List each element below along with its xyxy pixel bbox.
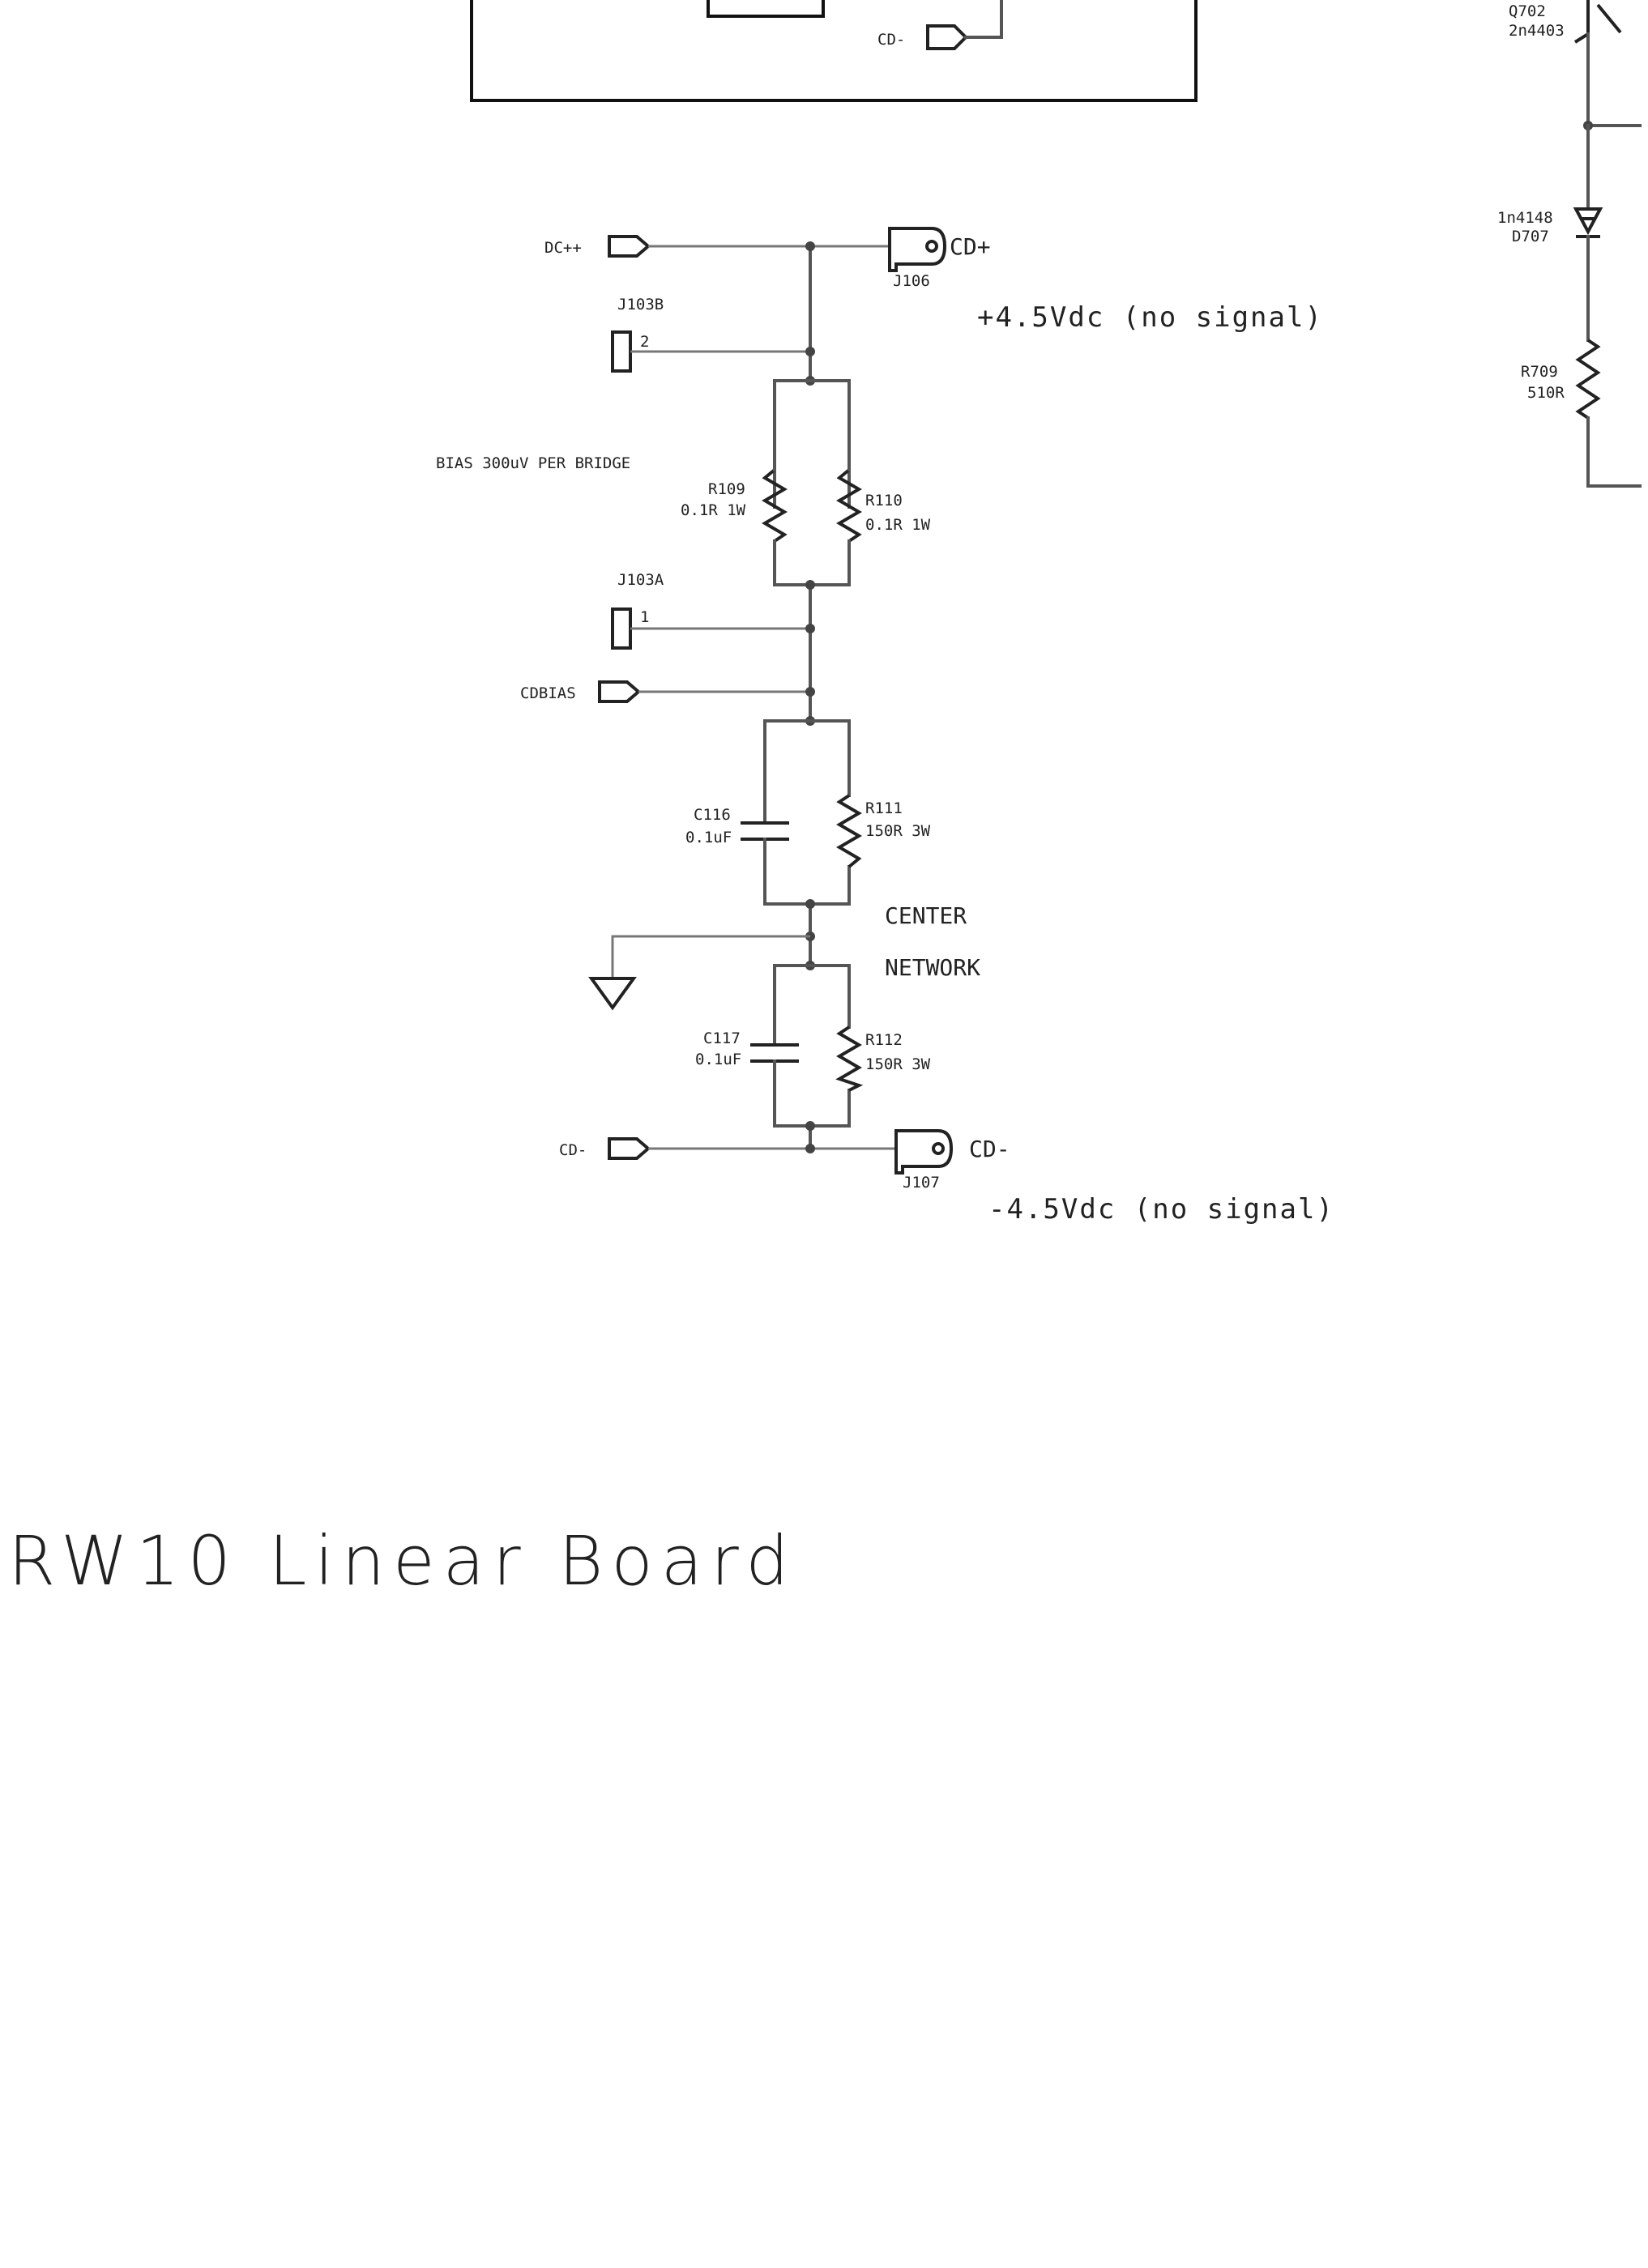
j107-net: CD- <box>969 1136 1010 1162</box>
r110-value: 0.1R 1W <box>865 516 931 534</box>
center-network-label-1: CENTER <box>885 902 967 929</box>
r709-value: 510R <box>1527 384 1565 402</box>
top-circuit-box: CD- <box>470 0 1198 102</box>
dcpp-port <box>608 235 651 258</box>
r111-value: 150R 3W <box>865 822 931 840</box>
j106-voltage-note: +4.5Vdc (no signal) <box>977 301 1323 334</box>
r110-resistor-symbol <box>836 468 862 543</box>
bias-note: BIAS 300uV PER BRIDGE <box>436 454 630 472</box>
r109-resistor-symbol <box>762 468 788 543</box>
r112-resistor-symbol <box>835 1025 864 1092</box>
j107-connector <box>894 1129 954 1174</box>
j103b-pin: 2 <box>640 333 649 351</box>
j106-ref: J106 <box>893 272 930 290</box>
dcpp-label: DC++ <box>544 239 582 257</box>
cd-minus-port <box>608 1137 651 1160</box>
r112-value: 150R 3W <box>865 1055 931 1073</box>
c116-ref: C116 <box>694 806 731 824</box>
j103a-pin: 1 <box>640 608 649 626</box>
board-title: RW10 Linear Board <box>8 1521 797 1601</box>
top-cd-minus-label: CD- <box>877 31 905 49</box>
d707-diode-symbol <box>1573 207 1603 238</box>
j106-connector <box>888 227 947 272</box>
d707-value: 1n4148 <box>1497 209 1553 227</box>
j103a-ref: J103A <box>617 571 664 589</box>
center-network-label-2: NETWORK <box>885 954 980 981</box>
q702-value: 2n4403 <box>1509 22 1565 40</box>
cd-minus-label: CD- <box>559 1141 587 1159</box>
r109-ref: R109 <box>708 480 745 498</box>
r109-value: 0.1R 1W <box>681 501 746 519</box>
c117-value: 0.1uF <box>695 1051 741 1068</box>
q702-ref: Q702 <box>1509 2 1546 20</box>
r110-ref: R110 <box>865 492 903 509</box>
j103b-ref: J103B <box>617 296 664 313</box>
c117-ref: C117 <box>703 1030 741 1047</box>
top-cd-minus-port <box>926 24 968 50</box>
j103a-connector <box>611 608 632 650</box>
r709-ref: R709 <box>1521 363 1558 381</box>
j103b-connector <box>611 330 632 373</box>
d707-ref: D707 <box>1512 228 1549 245</box>
r111-resistor-symbol <box>836 794 862 868</box>
cdbias-port <box>598 680 642 703</box>
j106-net: CD+ <box>950 233 991 260</box>
cdbias-label: CDBIAS <box>520 684 576 702</box>
j107-ref: J107 <box>903 1174 940 1192</box>
center-network-circuit: DC++ J106 CD+ +4.5Vdc (no signal) J103B … <box>436 227 1334 1226</box>
ground-symbol <box>588 977 637 1011</box>
r112-ref: R112 <box>865 1031 903 1049</box>
r709-resistor-symbol <box>1575 339 1601 420</box>
j107-voltage-note: -4.5Vdc (no signal) <box>988 1193 1334 1226</box>
r111-ref: R111 <box>865 799 903 817</box>
c116-value: 0.1uF <box>685 829 732 846</box>
right-partial-circuit: Q702 2n4403 1n4148 D707 R709 510R <box>1497 0 1642 488</box>
